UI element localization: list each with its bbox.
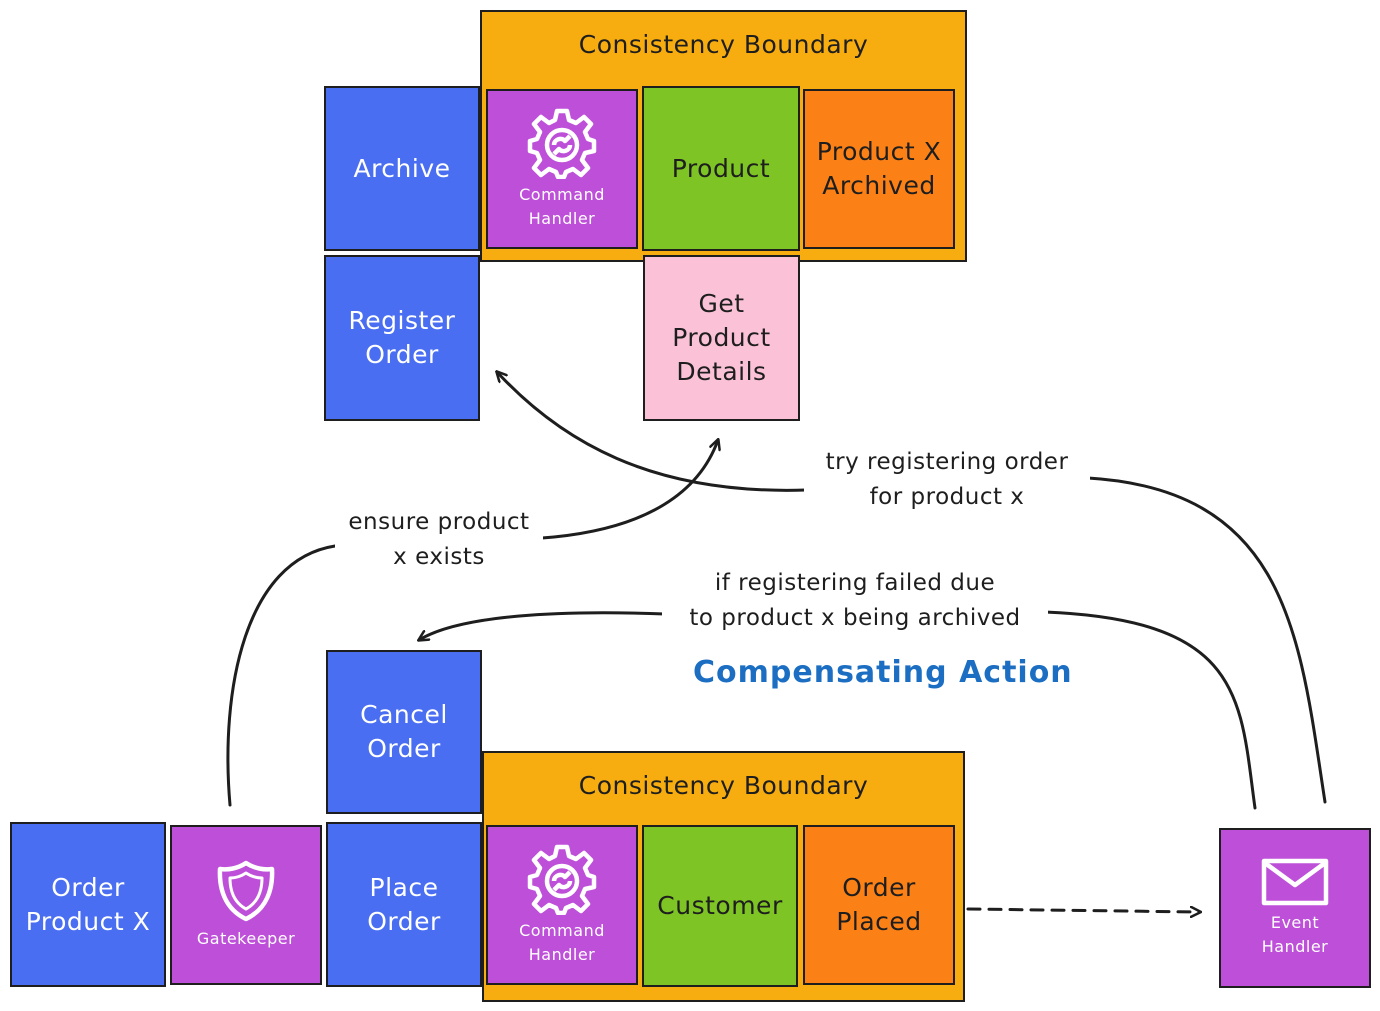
customer-aggregate[interactable]: Customer — [642, 825, 798, 987]
arrow-event-handler-to-register-order — [497, 372, 1327, 804]
product-archived-event-label: Product X Archived — [816, 137, 942, 200]
place-order-command[interactable]: Place Order — [326, 822, 482, 987]
arrow-event-handler-to-cancel-order — [419, 610, 1257, 810]
order-product-x-command[interactable]: Order Product X — [10, 822, 166, 987]
order-placed-event-label: Order Placed — [836, 873, 922, 936]
register-order-command-label: Register Order — [348, 306, 456, 369]
event-handler-label: Event Handler — [1261, 913, 1329, 956]
product-aggregate-label: Product — [671, 153, 771, 183]
try-registering-order-label: try registering order for product x — [804, 445, 1090, 515]
shield-icon — [217, 860, 275, 922]
cancel-order-command[interactable]: Cancel Order — [326, 650, 482, 814]
event-handler[interactable]: Event Handler — [1219, 828, 1371, 988]
product-archived-event[interactable]: Product X Archived — [803, 89, 955, 249]
place-order-command-label: Place Order — [367, 872, 441, 936]
archive-command-label: Archive — [353, 153, 451, 183]
boundary-title: Consistency Boundary — [578, 30, 869, 59]
archive-command[interactable]: Archive — [324, 86, 480, 251]
gatekeeper-label: Gatekeeper — [196, 929, 296, 948]
register-order-command[interactable]: Register Order — [324, 255, 480, 421]
command-handler-label: Command Handler — [519, 185, 605, 228]
bottom-command-handler[interactable]: Command Handler — [486, 825, 638, 985]
order-placed-event[interactable]: Order Placed — [803, 825, 955, 985]
customer-aggregate-label: Customer — [657, 891, 783, 920]
product-aggregate[interactable]: Product — [642, 86, 800, 251]
get-product-details-label: Get Product Details — [672, 289, 771, 386]
order-product-x-command-label: Order Product X — [25, 872, 151, 936]
top-command-handler[interactable]: Command Handler — [486, 89, 638, 249]
boundary-title: Consistency Boundary — [578, 771, 869, 800]
compensating-action-label: Compensating Action — [693, 655, 1073, 690]
gear-icon — [527, 844, 597, 915]
arrow-order-placed-to-event-handler — [966, 909, 1200, 912]
arrow-gatekeeper-to-get-product-details — [226, 440, 718, 807]
if-registering-failed-label: if registering failed due to product x b… — [662, 566, 1048, 636]
ensure-product-exists-label: ensure product x exists — [335, 505, 543, 575]
gear-icon — [527, 108, 597, 179]
gatekeeper[interactable]: Gatekeeper — [170, 825, 322, 985]
get-product-details-query[interactable]: Get Product Details — [643, 255, 800, 421]
envelope-icon — [1261, 858, 1329, 906]
cancel-order-command-label: Cancel Order — [360, 700, 448, 763]
command-handler-label: Command Handler — [519, 921, 605, 964]
